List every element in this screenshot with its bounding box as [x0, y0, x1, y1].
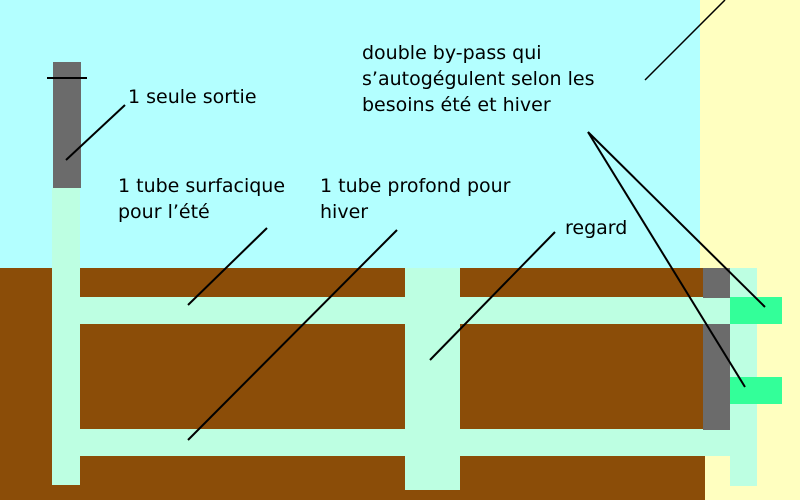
label-bypass: double by-pass qui s’autogégulent selon …	[362, 42, 595, 116]
leader-profond	[187, 229, 398, 441]
bypass-lower	[730, 377, 782, 404]
shallow-tube	[52, 297, 752, 324]
roof-edge	[644, 0, 726, 81]
leader-bypass-upper	[587, 131, 766, 308]
exit-cap	[53, 62, 81, 188]
leader-regard	[429, 231, 556, 361]
leader-sortie	[65, 104, 126, 161]
label-surface-tube: 1 tube surfacique pour l’été	[118, 175, 286, 223]
leader-surface	[187, 227, 268, 306]
label-deep-tube: 1 tube profond pour hiver	[320, 175, 511, 223]
regard-shaft	[405, 268, 460, 490]
leader-bypass-lower	[587, 131, 746, 388]
wall-block-upper	[703, 268, 730, 298]
label-regard: regard	[565, 217, 628, 239]
deep-tube	[52, 429, 752, 456]
bypass-upper	[730, 297, 782, 324]
label-single-exit: 1 seule sortie	[128, 86, 257, 108]
